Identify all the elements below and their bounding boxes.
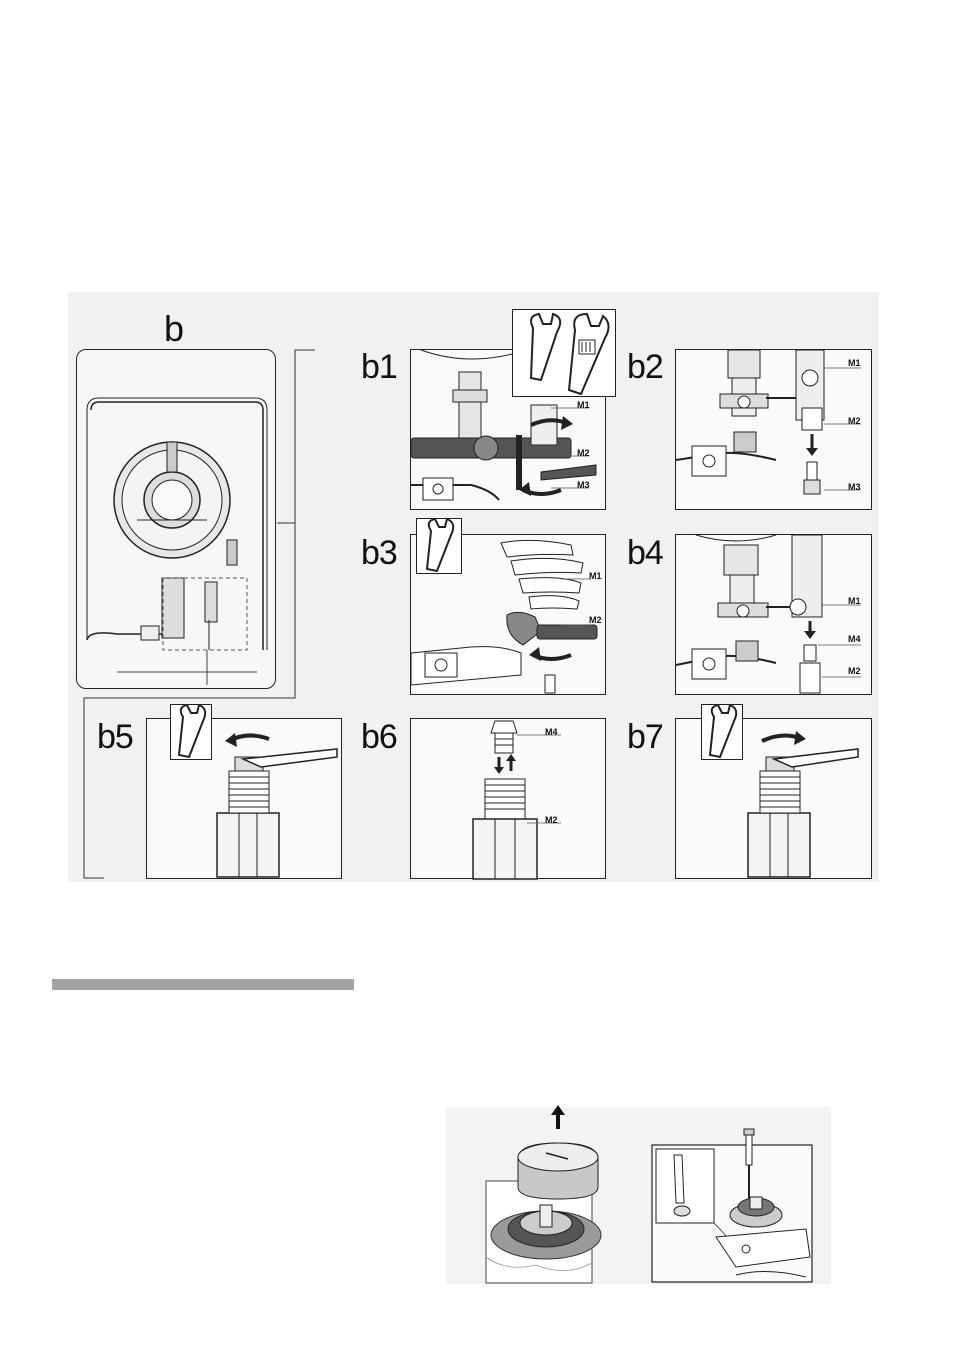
panel-b1-label: b1 bbox=[361, 350, 397, 384]
open-end-wrench-icon bbox=[702, 705, 744, 761]
panel-b6-marker-m2: M2 bbox=[545, 815, 558, 825]
panel-b2: M1 M2 M3 bbox=[675, 349, 872, 510]
panel-b5-tools bbox=[170, 704, 212, 760]
open-end-wrench-icon bbox=[417, 519, 463, 575]
knob-removal-drawing bbox=[486, 1105, 601, 1283]
panel-b3-tools bbox=[416, 518, 462, 574]
panel-b4-marker-m4: M4 bbox=[848, 634, 861, 644]
panel-b2-marker-m3: M3 bbox=[848, 482, 861, 492]
panel-b4-marker-m2: M2 bbox=[848, 666, 861, 676]
panel-b2-marker-m1: M1 bbox=[848, 358, 861, 368]
panel-b7-tools bbox=[701, 704, 743, 760]
panel-b2-drawing bbox=[676, 350, 873, 511]
open-end-wrench-icon bbox=[171, 705, 213, 761]
adjustable-wrench-icon bbox=[569, 314, 609, 394]
panel-b3-label: b3 bbox=[361, 536, 397, 570]
panel-b7-label: b7 bbox=[627, 720, 663, 754]
screwdriver-adjust-drawing bbox=[652, 1129, 812, 1282]
section-divider-bar bbox=[52, 979, 354, 990]
panel-b6-drawing bbox=[411, 719, 607, 880]
panel-b1-tools bbox=[512, 309, 616, 397]
panel-b4-drawing bbox=[676, 535, 873, 696]
panel-b4-marker-m1: M1 bbox=[848, 596, 861, 606]
panel-b2-label: b2 bbox=[627, 350, 663, 384]
panel-b6: M4 M2 bbox=[410, 718, 606, 879]
panel-b3-marker-m2: M2 bbox=[589, 615, 602, 625]
panel-b4-label: b4 bbox=[627, 536, 663, 570]
figure-b-label: b bbox=[164, 312, 183, 346]
panel-b6-marker-m4: M4 bbox=[545, 727, 558, 737]
panel-b3-marker-m1: M1 bbox=[589, 571, 602, 581]
panel-b1-marker-m3: M3 bbox=[577, 480, 590, 490]
bottom-figure bbox=[446, 1107, 831, 1284]
panel-b5-label: b5 bbox=[97, 720, 133, 754]
panel-b4: M1 M4 M2 bbox=[675, 534, 872, 695]
panel-b1-marker-m2: M2 bbox=[577, 448, 590, 458]
panel-b1-marker-m1: M1 bbox=[577, 400, 590, 410]
panel-b2-marker-m2: M2 bbox=[848, 416, 861, 426]
open-end-wrench-icon bbox=[531, 314, 560, 380]
panel-b6-label: b6 bbox=[361, 720, 397, 754]
